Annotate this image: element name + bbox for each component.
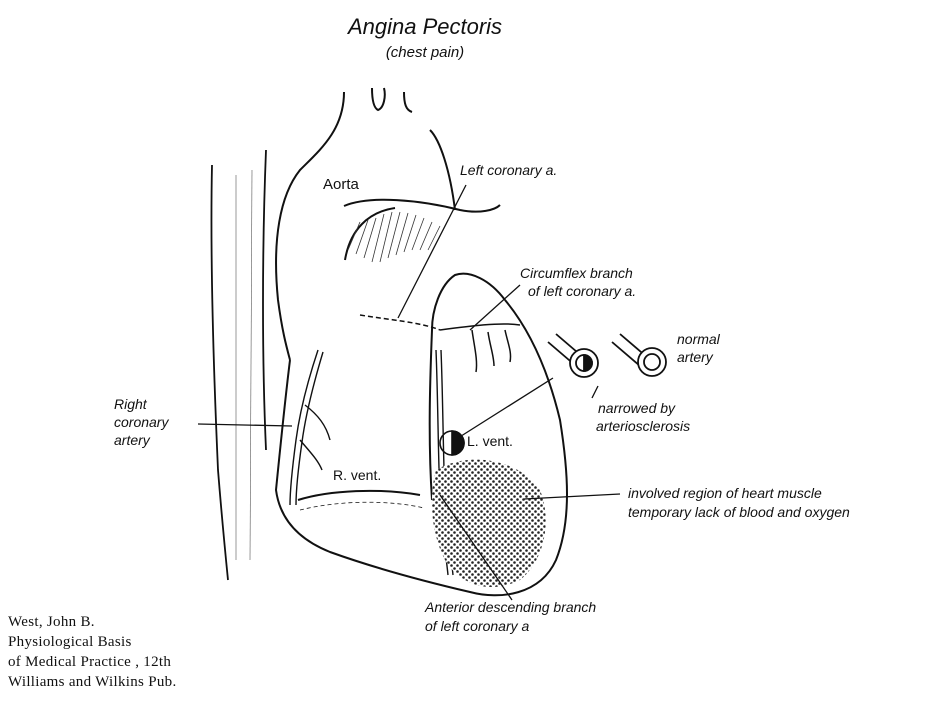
label-circumflex-line2: of left coronary a. xyxy=(528,282,636,300)
label-narrowed-line2: arteriosclerosis xyxy=(596,417,690,435)
label-aorta: Aorta xyxy=(323,176,359,193)
superior-vena-cava xyxy=(211,150,266,580)
citation-line1: West, John B. xyxy=(8,612,177,632)
label-circumflex-line1: Circumflex branch xyxy=(520,264,633,282)
right-coronary-artery xyxy=(290,350,330,505)
citation: West, John B. Physiological Basis of Med… xyxy=(8,612,177,692)
label-narrowed-line1: narrowed by xyxy=(598,399,675,417)
label-normal-line2: artery xyxy=(677,348,713,366)
label-right-ventricle: R. vent. xyxy=(333,467,381,483)
label-anterior-line2: of left coronary a xyxy=(425,617,529,635)
label-involved-line1: involved region of heart muscle xyxy=(628,484,822,502)
label-involved-line2: temporary lack of blood and oxygen xyxy=(628,503,850,521)
label-right-coronary-line2: coronary xyxy=(114,413,168,431)
diagram-title: Angina Pectoris xyxy=(300,14,550,40)
normal-artery-icon xyxy=(612,334,666,376)
leader-lines xyxy=(198,185,620,600)
label-right-coronary-line3: artery xyxy=(114,431,150,449)
narrowed-artery-icon xyxy=(548,334,598,377)
citation-line2: Physiological Basis xyxy=(8,632,177,652)
involved-region xyxy=(432,460,546,587)
label-left-ventricle: L. vent. xyxy=(467,433,513,449)
citation-line3: of Medical Practice , 12th xyxy=(8,652,177,672)
circumflex-branch xyxy=(360,315,520,372)
pulmonary-artery-shading xyxy=(348,212,440,262)
label-normal-line1: normal xyxy=(677,330,720,348)
label-anterior-line1: Anterior descending branch xyxy=(425,598,596,616)
label-right-coronary-line1: Right xyxy=(114,395,147,413)
label-left-coronary: Left coronary a. xyxy=(460,161,557,179)
citation-line4: Williams and Wilkins Pub. xyxy=(8,672,177,692)
diagram-subtitle: (chest pain) xyxy=(330,44,520,61)
